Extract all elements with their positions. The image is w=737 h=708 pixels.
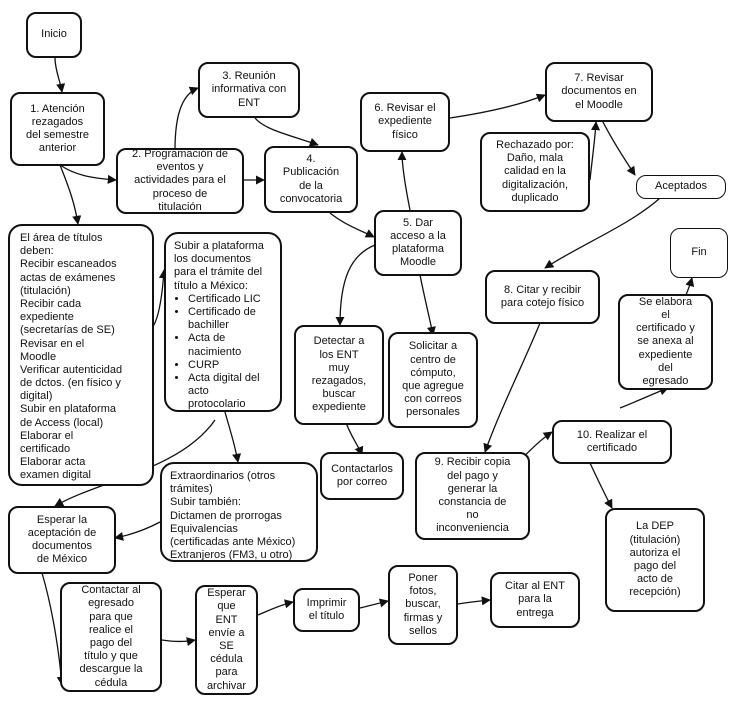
arrow-1-to-titulos [59,164,82,225]
upload-documents-title: Subir a plataforma los documentos para e… [174,240,264,292]
arrow-1-to-2 [59,164,117,184]
step-8-node: 8. Citar y recibir para cotejo físico [485,270,600,324]
arrow-inicio-to-1 [54,57,66,93]
upload-doc-item: Acta de nacimiento [188,332,272,358]
titles-area-node: El área de títulos deben: Recibir escane… [8,224,154,486]
cite-ent-node: Citar al ENT para la entrega [490,572,580,628]
arrow-poner-to-citar [457,596,491,606]
upload-doc-item: Certificado de bachiller [188,306,272,332]
step-6-node: 6. Revisar el expediente físico [360,92,450,152]
upload-doc-item: Certificado LIC [188,293,272,306]
arrow-5-to-detectar [335,244,376,326]
accepted-node: Aceptados [636,175,726,199]
arrow-extra-to-esperar [114,521,161,541]
wait-ent-node: Esperar que ENT envíe a SE cédula para a… [195,585,258,695]
dep-authorizes-node: La DEP (titulación) autoriza el pago del… [605,508,705,612]
step-1-node: 1. Atención rezagados del semestre anter… [10,92,105,166]
upload-doc-item: CURP [188,359,272,372]
upload-documents-node: Subir a plataforma los documentos para e… [164,232,282,412]
rejected-node: Rechazado por: Daño, mala calidad en la … [480,132,590,212]
start-node: Inicio [26,12,82,58]
step-7-node: 7. Revisar documentos en el Moodle [545,62,653,122]
step-3-node: 3. Reunión informativa con ENT [198,62,300,118]
arrow-esperar-to-contactar [41,572,66,686]
arrow-rechazado-to-7 [589,121,601,181]
photos-signatures-node: Poner fotos, buscar, firmas y sellos [388,565,458,645]
arrow-4-to-5 [329,212,375,238]
upload-doc-item: Acta digital del acto protocolario [188,372,272,412]
step-10-node: 10. Realizar el certificado [552,420,672,464]
certificate-filed-node: Se elabora el certificado y se anexa al … [618,294,713,390]
arrow-aceptados-to-8 [544,197,661,269]
print-title-node: Imprimir el título [293,588,360,632]
arrow-6-to-7 [449,93,546,119]
arrow-2-to-3 [174,86,199,151]
arrow-5-to-solicitar [419,274,436,336]
arrow-10-to-dep [589,462,613,509]
contact-by-email-node: Contactarlos por correo [320,452,404,500]
extraordinary-node: Extraordinarios (otros trámites) Subir t… [160,462,318,562]
end-node: Fin [670,228,728,278]
detect-overdue-node: Detectar a los ENT muy rezagados, buscar… [294,325,384,425]
arrow-8-to-9 [483,322,541,453]
arrow-esperar-ent-to-imprimir [257,599,294,616]
arrow-imprimir-to-poner [359,598,389,609]
upload-documents-list: Certificado LIC Certificado de bachiller… [174,293,272,412]
arrow-3-to-4 [254,117,319,147]
arrow-7-to-aceptados [601,119,636,176]
arrow-detectar-to-contactarlos [344,419,364,456]
wait-mexico-node: Esperar la aceptación de documentos de M… [8,506,116,574]
step-5-node: 5. Dar acceso a la plataforma Moodle [374,210,462,276]
contact-graduate-node: Contactar al egresado para que realice e… [60,582,162,692]
request-computing-center-node: Solicitar a centro de cómputo, que agreg… [388,332,478,428]
arrow-10-to-elabora [619,386,669,409]
step-9-node: 9. Recibir copia del pago y generar la c… [415,452,530,540]
arrow-contactar-to-esperar-ent [161,637,196,647]
arrow-5-to-6 [397,151,411,211]
step-4-node: 4. Publicación de la convocatoria [264,146,358,213]
arrow-elabora-to-fin [685,277,695,296]
arrow-subir-to-extra [224,411,242,463]
step-2-node: 2. Programación de eventos y actividades… [116,148,244,214]
